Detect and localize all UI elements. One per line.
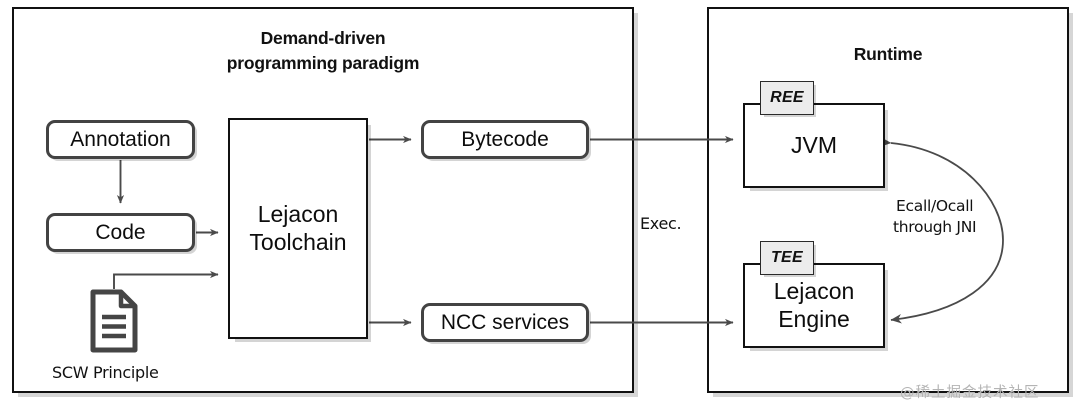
watermark: @稀土掘金技术社区 (900, 385, 1040, 401)
ecall-ocall-label: Ecall/Ocall through JNI (893, 196, 977, 237)
panel-left-title-line1: Demand-driven (260, 28, 386, 48)
node-bytecode[interactable]: Bytecode (421, 120, 589, 159)
badge-ree: REE (760, 81, 814, 115)
badge-ree-label: REE (770, 89, 804, 106)
node-toolchain-label-line2: Toolchain (249, 228, 347, 255)
node-lejacon-toolchain[interactable]: Lejacon Toolchain (228, 118, 368, 339)
ecall-ocall-label-line1: Ecall/Ocall (896, 197, 974, 215)
exec-label: Exec. (640, 214, 682, 233)
node-ncc-services-label: NCC services (440, 310, 570, 334)
panel-left-title: Demand-driven programming paradigm (14, 26, 632, 76)
node-engine-label-line1: Lejacon (773, 278, 855, 305)
node-ncc-services[interactable]: NCC services (421, 303, 589, 342)
badge-tee-label: TEE (770, 249, 804, 266)
node-code[interactable]: Code (46, 213, 195, 252)
panel-right-title: Runtime (853, 44, 923, 64)
panel-left-title-line2: programming paradigm (226, 52, 420, 73)
scw-principle-label: SCW Principle (52, 363, 159, 382)
node-jvm-label: JVM (791, 131, 837, 158)
node-jvm[interactable]: JVM (743, 103, 885, 188)
node-toolchain-label-line1: Lejacon (257, 201, 339, 228)
node-bytecode-label: Bytecode (461, 127, 549, 151)
node-annotation[interactable]: Annotation (46, 120, 195, 159)
node-code-label: Code (95, 220, 146, 244)
badge-tee: TEE (760, 241, 814, 275)
node-engine-label-line2: Engine (778, 305, 850, 332)
node-annotation-label: Annotation (70, 127, 171, 151)
document-icon (90, 289, 138, 353)
node-lejacon-engine[interactable]: Lejacon Engine (743, 263, 885, 348)
ecall-ocall-label-line2: through JNI (893, 217, 977, 236)
